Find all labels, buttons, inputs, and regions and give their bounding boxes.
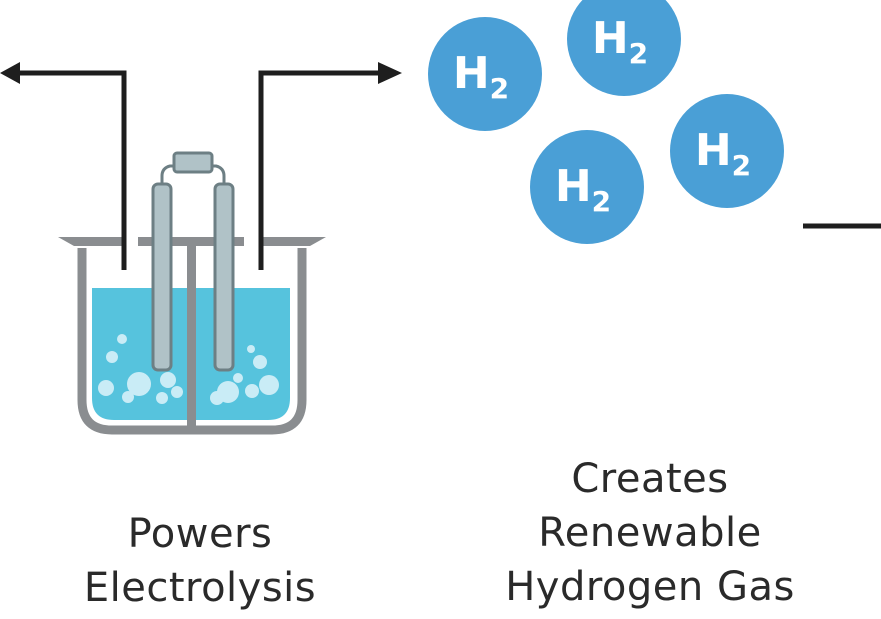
hydrogen-molecule-icon: H2 xyxy=(428,17,542,131)
molecule-label: H2 xyxy=(555,161,611,218)
caption-powers-electrolysis: Powers Electrolysis xyxy=(40,507,360,615)
power-source xyxy=(172,151,214,174)
hydrogen-molecule-icon: H2 xyxy=(567,0,681,96)
molecule-circle xyxy=(428,17,542,131)
electrode-left xyxy=(151,182,173,372)
caption-line: Electrolysis xyxy=(83,565,317,611)
beaker-divider xyxy=(187,244,196,428)
molecule-circle xyxy=(567,0,681,96)
electrode-wire xyxy=(160,164,226,188)
arrow-left-icon xyxy=(0,62,127,270)
electrolysis-beaker-icon xyxy=(58,151,326,435)
caption-line: Creates xyxy=(571,456,729,502)
beaker-lip-right xyxy=(260,237,326,246)
beaker-lip-left xyxy=(58,237,124,246)
molecule-circle xyxy=(670,94,784,208)
electrode-right xyxy=(213,182,235,372)
arrow-right-icon xyxy=(258,62,402,270)
bubbles xyxy=(98,334,279,405)
caption-line: Powers xyxy=(127,511,273,557)
caption-line: Hydrogen Gas xyxy=(505,564,795,610)
molecule-label: H2 xyxy=(453,48,509,105)
molecule-label: H2 xyxy=(695,125,751,182)
caption-line: Renewable xyxy=(538,510,762,556)
beaker-rim-center xyxy=(138,237,244,246)
hydrogen-molecule-icon: H2 xyxy=(530,130,644,244)
molecule-label: H2 xyxy=(592,13,648,70)
hydrogen-molecule-icon: H2 xyxy=(670,94,784,208)
molecule-circle xyxy=(530,130,644,244)
caption-creates-hydrogen: Creates Renewable Hydrogen Gas xyxy=(480,452,820,614)
beaker-body xyxy=(77,248,307,435)
